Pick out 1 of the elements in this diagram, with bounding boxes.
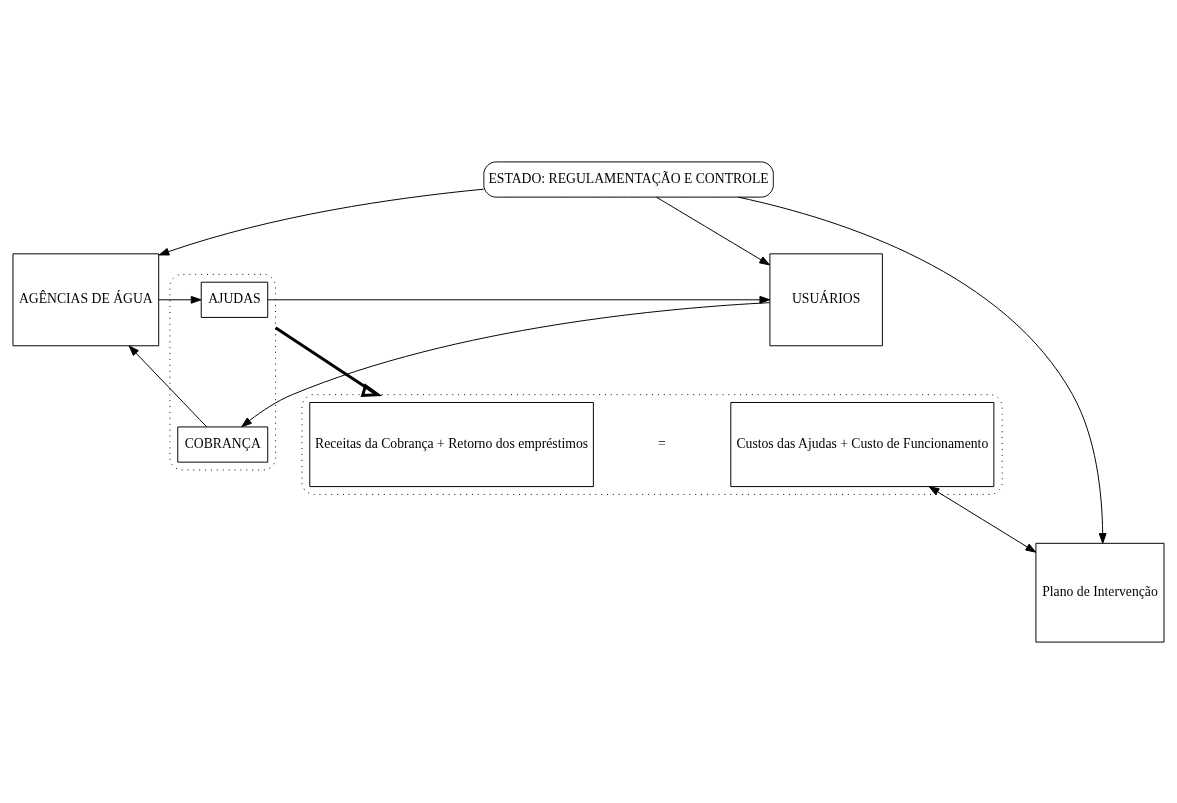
label: = (657, 435, 666, 451)
